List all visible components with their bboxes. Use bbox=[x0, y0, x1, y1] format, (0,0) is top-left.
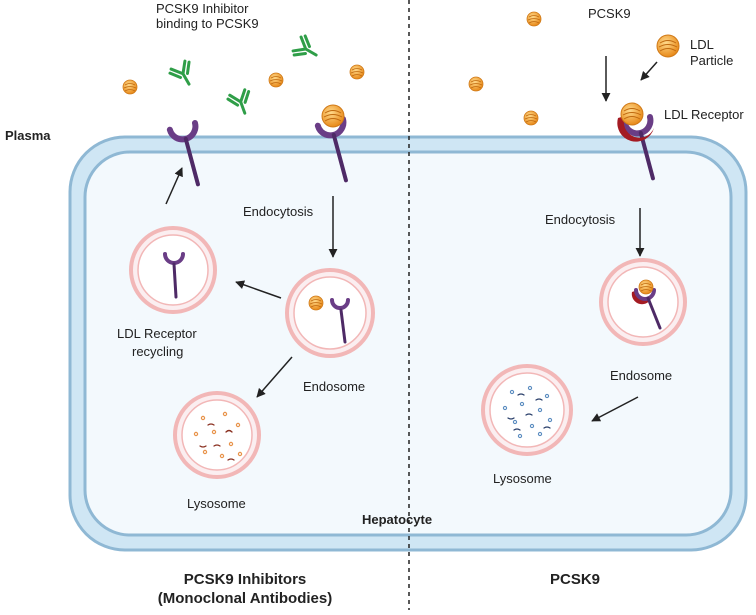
lysosome-left bbox=[173, 391, 261, 479]
ldl-receptor-pcsk9-complex bbox=[617, 102, 665, 182]
endocytosis-left-label: Endocytosis bbox=[243, 204, 314, 219]
pcsk9-icon bbox=[548, 51, 562, 79]
left-panel-title-line2: (Monoclonal Antibodies) bbox=[158, 590, 332, 607]
endosome-right-label: Endosome bbox=[610, 368, 672, 383]
inhibitor-binding-label-line1: PCSK9 Inhibitor bbox=[156, 1, 249, 16]
pcsk9-icon bbox=[608, 24, 622, 52]
endosome-right bbox=[599, 258, 687, 346]
ldl-particle-icon bbox=[122, 79, 138, 95]
left-panel-title-line1: PCSK9 Inhibitors bbox=[184, 571, 307, 588]
recycling-label-line2: recycling bbox=[132, 344, 183, 359]
ldl-particle-icon bbox=[526, 11, 542, 27]
to-lysosome-left-arrow bbox=[256, 356, 293, 398]
recycling-return-arrow bbox=[165, 167, 183, 205]
to-lysosome-right-arrow bbox=[591, 396, 639, 422]
ldl-receptor-label: LDL Receptor bbox=[664, 107, 744, 122]
pcsk9-antibody-complex-3 bbox=[225, 66, 257, 119]
endocytosis-right-label: Endocytosis bbox=[545, 212, 616, 227]
to-recycling-arrow bbox=[235, 280, 282, 299]
inhibitor-binding-label-line2: binding to PCSK9 bbox=[156, 16, 259, 31]
pcsk9-antibody-complex-1 bbox=[166, 38, 201, 92]
ldl-particle-icon bbox=[523, 110, 539, 126]
lysosome-right-label: Lysosome bbox=[493, 471, 552, 486]
hepatocyte-label: Hepatocyte bbox=[362, 512, 432, 527]
ldl-descend-arrow bbox=[640, 61, 658, 81]
ldl-particle-icon bbox=[468, 76, 484, 92]
right-panel-title: PCSK9 bbox=[550, 571, 600, 588]
endosome-left bbox=[285, 268, 375, 358]
ldl-particle-icon bbox=[268, 72, 284, 88]
lysosome-left-label: Lysosome bbox=[187, 496, 246, 511]
endosome-left-label: Endosome bbox=[303, 379, 365, 394]
recycling-vesicle bbox=[129, 226, 217, 314]
pcsk9-antibody-complex-2 bbox=[288, 20, 324, 67]
pcsk9-label: PCSK9 bbox=[588, 6, 631, 21]
lysosome-right bbox=[481, 364, 573, 456]
plasma-label: Plasma bbox=[5, 128, 51, 143]
ldl-label-line2: Particle bbox=[690, 53, 733, 68]
recycling-label-line1: LDL Receptor bbox=[117, 326, 197, 341]
ldl-label-line1: LDL bbox=[690, 37, 714, 52]
ldl-particle-legend bbox=[656, 34, 680, 58]
ldl-particle-icon bbox=[349, 64, 365, 80]
